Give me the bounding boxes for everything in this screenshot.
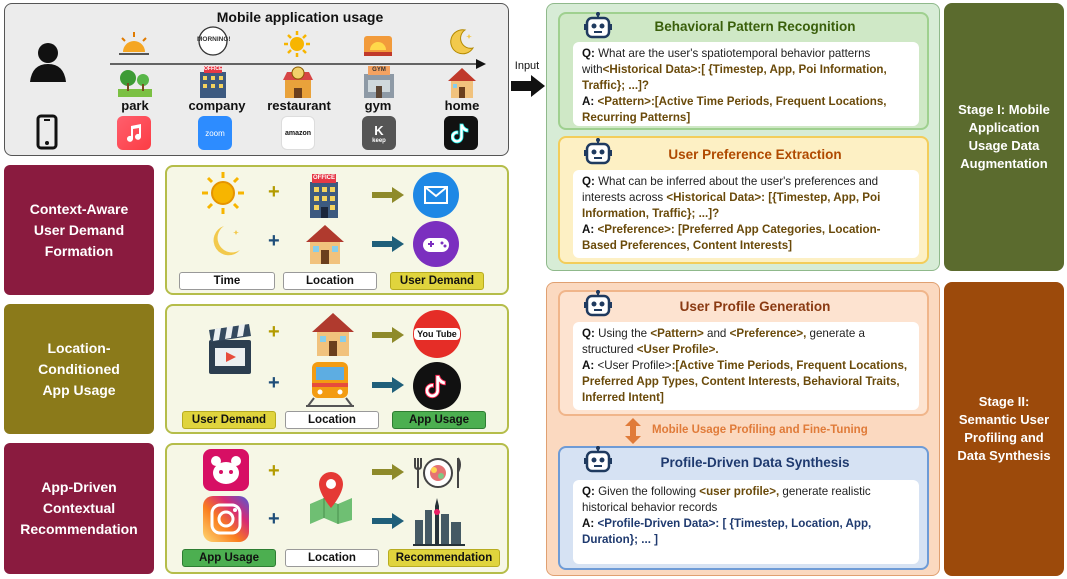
plus-icon: + — [268, 181, 280, 203]
plus-icon: + — [268, 460, 280, 482]
stage1-label: Stage I: Mobile Application Usage Data A… — [944, 3, 1064, 271]
arrow-icon — [372, 513, 404, 529]
arrow-icon — [372, 327, 404, 343]
arrow-icon — [372, 187, 404, 203]
tag-user-demand: User Demand — [390, 272, 484, 290]
home-icon — [448, 68, 476, 98]
keep-k-glyph: K — [374, 122, 384, 138]
stage2-label: Stage II: Semantic User Profiling and Da… — [944, 282, 1064, 576]
place-label-restaurant: restaurant — [267, 98, 331, 113]
amazon-app-icon: amazon — [281, 116, 315, 150]
mobile-usage-panel — [4, 3, 509, 156]
input-arrow — [511, 75, 545, 97]
tag-location: Location — [285, 411, 379, 429]
qa-box: Q: Given the following <user profile>, g… — [573, 480, 919, 564]
youtube-badge: You Tube — [414, 328, 460, 340]
city-skyline-icon — [413, 498, 465, 546]
house-icon — [312, 313, 354, 356]
restaurant-icon — [283, 66, 313, 98]
place-label-gym: gym — [364, 98, 392, 113]
house-icon — [306, 225, 344, 264]
row-label-context-aware: Context-Aware User Demand Formation — [4, 165, 154, 295]
mobile-usage-title: Mobile application usage — [216, 9, 384, 25]
card-title: Profile-Driven Data Synthesis — [660, 455, 850, 470]
timeline-arrow — [110, 59, 486, 69]
instagram-icon — [203, 496, 249, 542]
robot-icon — [584, 446, 612, 473]
tag-recommendation: Recommendation — [388, 549, 500, 567]
plus-icon: + — [268, 372, 280, 394]
qa-box: Q: What are the user's spatiotemporal be… — [573, 42, 919, 126]
music-app-icon — [117, 116, 151, 150]
gamepad-icon — [413, 221, 459, 267]
zoom-app-icon: zoom — [198, 116, 232, 150]
train-icon — [306, 362, 354, 407]
moon-icon — [213, 226, 240, 256]
robot-icon — [584, 290, 612, 317]
qa-box: Q: Using the <Pattern> and <Preference>,… — [573, 322, 919, 410]
arrow-icon — [372, 464, 404, 480]
keep-label: keep — [372, 137, 386, 144]
row-label-app-driven: App-Driven Contextual Recommendation — [4, 443, 154, 574]
row-label-location-conditioned: Location-Conditioned App Usage — [4, 304, 154, 434]
place-label-company: company — [188, 98, 246, 113]
tag-location: Location — [285, 549, 379, 567]
place-label-park: park — [121, 98, 149, 113]
tag-location: Location — [283, 272, 377, 290]
user-icon — [30, 43, 66, 82]
plus-icon: + — [268, 508, 280, 530]
sun-icon — [284, 31, 310, 57]
place-label-home: home — [444, 98, 480, 113]
moon-icon — [450, 29, 475, 55]
mail-icon — [413, 172, 459, 218]
double-arrow-icon — [625, 418, 641, 444]
morning-icon: MORNING! — [193, 24, 233, 58]
youtube-text: You Tube — [417, 329, 457, 339]
tag-app-usage: App Usage — [392, 411, 486, 429]
arrow-icon — [372, 377, 404, 393]
tiktok-app-icon — [444, 116, 478, 150]
map-pin-icon — [310, 472, 352, 524]
sunrise-icon — [119, 32, 149, 55]
card-title: User Preference Extraction — [668, 147, 842, 162]
gym-icon: GYM — [362, 66, 396, 98]
arrow-icon — [372, 236, 404, 252]
card-title: User Profile Generation — [679, 299, 831, 314]
card-title: Behavioral Pattern Recognition — [654, 19, 856, 34]
plus-icon: + — [268, 321, 280, 343]
tag-user-demand: User Demand — [182, 411, 276, 429]
plus-icon: + — [268, 230, 280, 252]
office-building-icon: OFFICE — [306, 174, 342, 218]
tag-time: Time — [179, 272, 275, 290]
input-label: Input — [514, 60, 540, 72]
foodpanda-icon — [203, 449, 249, 491]
robot-icon — [584, 138, 612, 165]
company-icon: OFFICE — [196, 66, 230, 98]
dining-icon — [414, 457, 461, 488]
tiktok-icon — [413, 362, 461, 410]
qa-box: Q: What can be inferred about the user's… — [573, 170, 919, 258]
sun-icon — [202, 172, 244, 214]
phone-icon — [36, 114, 58, 150]
park-icon — [118, 70, 152, 97]
clapperboard-icon — [209, 324, 251, 374]
robot-icon — [584, 12, 612, 39]
connector-label: Mobile Usage Profiling and Fine-Tuning — [652, 424, 868, 436]
tag-app-usage: App Usage — [182, 549, 276, 567]
youtube-icon: You Tube — [413, 310, 461, 358]
sunset-icon — [364, 36, 392, 56]
